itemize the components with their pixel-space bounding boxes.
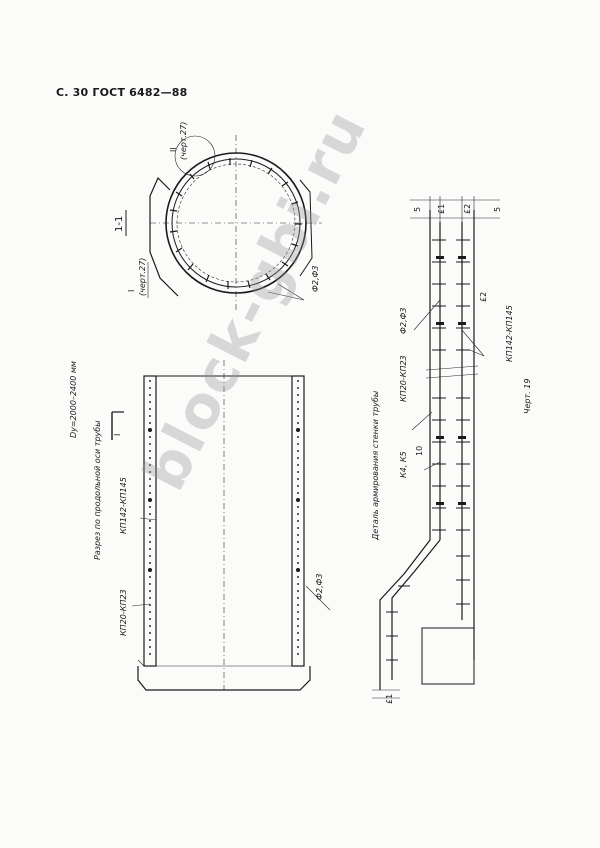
phi-label-cross: Ф2,Ф3: [311, 266, 320, 293]
cut-II-label: II: [169, 147, 178, 152]
phi-label-long: Ф2,Ф3: [315, 574, 324, 601]
dim-e2-mid: £2: [479, 292, 488, 302]
cut-arrow-label: I: [113, 434, 122, 436]
dim-e1-top: £1: [437, 204, 446, 214]
kp20-label-long: КП20-КП23: [119, 589, 128, 636]
ref-cher27-top: (черт.27): [179, 122, 188, 160]
kp142-label-detail: КП142-КП145: [505, 305, 514, 362]
figure-label: Черт. 19: [523, 379, 532, 414]
dim-e1-bottom: £1: [385, 694, 394, 704]
ref-cher27-bottom: (черт.27): [138, 258, 147, 296]
cross-section: 1-1 I (черт.27) II (черт.27) Ф2,Ф3: [114, 122, 322, 312]
cut-I-label: I: [127, 290, 136, 292]
kp20-label-detail: КП20-КП23: [399, 355, 408, 402]
diameter-range-label: Dy=2000–2400 мм: [69, 361, 78, 438]
kp142-label-long: КП142-КП145: [119, 477, 128, 534]
dim-10: 10: [415, 446, 424, 456]
k4-k5-label: К4, К5: [399, 451, 408, 478]
longitudinal-section: I: [111, 360, 331, 691]
phi-label-detail: Ф2,Ф3: [399, 308, 408, 335]
dim-e2-top: £2: [463, 204, 472, 214]
dim-5-top: 5: [413, 207, 422, 212]
longitudinal-title: Разрез по продольной оси трубы: [93, 420, 102, 560]
wall-detail: [372, 196, 500, 699]
dim-5-right: 5: [493, 207, 502, 212]
page-header: С. 30 ГОСТ 6482—88: [56, 86, 188, 99]
section-mark-label: 1-1: [114, 216, 125, 232]
detail-title: Деталь армирования стенки трубы: [371, 391, 380, 541]
